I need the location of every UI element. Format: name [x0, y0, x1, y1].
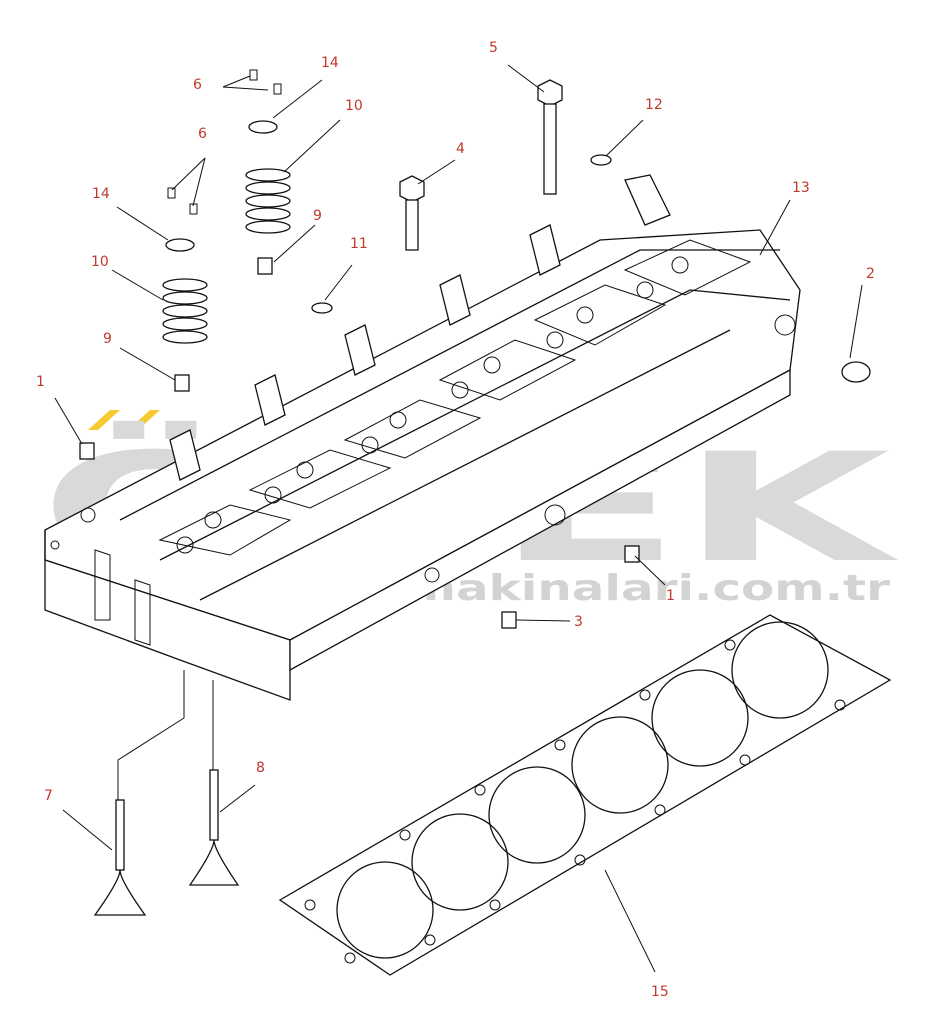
callout-10b: 10 — [345, 98, 363, 114]
callout-15: 15 — [651, 984, 669, 1000]
valve-springs — [162, 69, 612, 392]
callout-13: 13 — [792, 180, 810, 196]
callout-6b: 6 — [198, 126, 207, 142]
callouts: 1 1 2 3 4 5 6 6 7 8 9 9 10 10 11 12 13 1… — [36, 40, 875, 1000]
bolts — [399, 79, 563, 251]
leader-lines — [54, 64, 863, 973]
callout-10a: 10 — [91, 254, 109, 270]
head-gasket — [278, 614, 892, 976]
callout-4: 4 — [456, 141, 465, 157]
callout-3: 3 — [574, 614, 583, 630]
watermark-accent-left — [88, 410, 120, 430]
callout-12: 12 — [645, 97, 663, 113]
callout-8: 8 — [256, 760, 265, 776]
callout-7: 7 — [44, 788, 53, 804]
valves — [93, 769, 240, 916]
callout-14a: 14 — [92, 186, 110, 202]
callout-9b: 9 — [313, 208, 322, 224]
callout-2: 2 — [866, 266, 875, 282]
cylinder-head — [44, 174, 801, 701]
plugs — [79, 361, 871, 629]
callout-1b: 1 — [666, 588, 675, 604]
callout-9a: 9 — [103, 331, 112, 347]
callout-6a: 6 — [193, 77, 202, 93]
callout-1a: 1 — [36, 374, 45, 390]
callout-11: 11 — [350, 236, 368, 252]
watermark-accent-right — [128, 410, 160, 430]
callout-5: 5 — [489, 40, 498, 56]
callout-14b: 14 — [321, 55, 339, 71]
